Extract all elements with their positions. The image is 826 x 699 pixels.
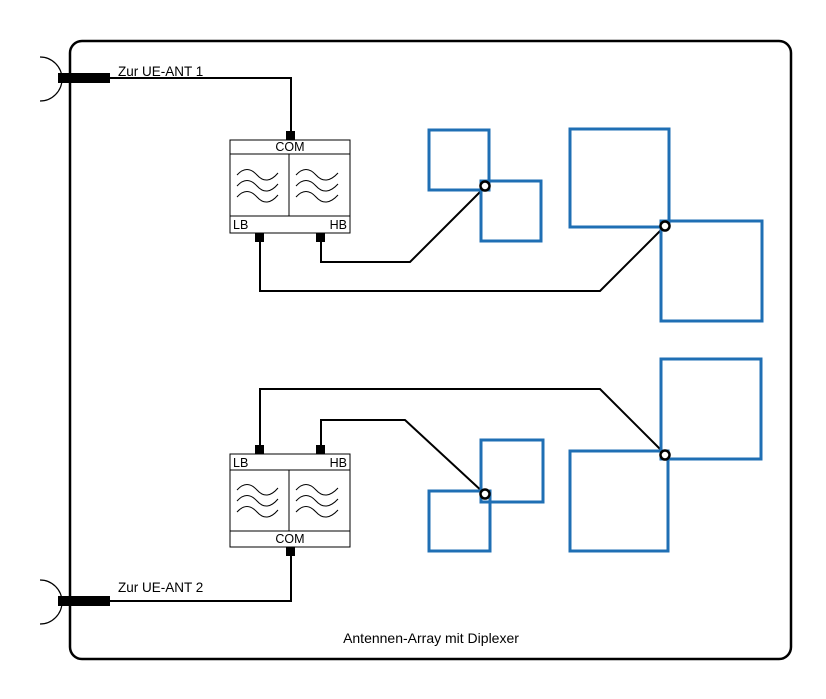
- diplexer-2-lb-label: LB: [233, 456, 248, 470]
- small-patch-pair-2: [427, 438, 545, 553]
- wire-lb1-large-patch: [259, 225, 666, 292]
- connector-2-icon: [39, 579, 110, 625]
- diplexer-1-hb-pin: [316, 233, 325, 242]
- port-1-label: Zur UE-ANT 1: [118, 64, 203, 79]
- diagram-caption: Antennen-Array mit Diplexer: [343, 630, 519, 646]
- highpass-filter-icon: [295, 484, 339, 518]
- lowpass-filter-icon: [236, 169, 279, 203]
- diplexer-2-hb-label: HB: [330, 456, 347, 470]
- lowpass-filter-icon: [236, 484, 279, 518]
- feed-point: [479, 180, 491, 192]
- feed-point: [479, 488, 491, 500]
- wire-hb2-small-patch: [320, 419, 486, 495]
- diplexer-2-hb-pin: [316, 445, 325, 454]
- diplexer-1-lb-pin: [255, 233, 264, 242]
- wire-port1-com: [110, 77, 292, 131]
- feed-point: [659, 220, 671, 232]
- large-patch-pair-1: [568, 127, 764, 323]
- wire-lb2-large-patch: [259, 388, 666, 455]
- diplexer-2-com-pin: [286, 547, 295, 556]
- diplexer-2-lb-pin: [255, 445, 264, 454]
- diplexer-1-com-label: COM: [275, 140, 304, 154]
- large-patch-pair-2: [568, 357, 763, 553]
- connector-1-icon: [39, 56, 110, 102]
- diplexer-1: COM LB HB: [229, 131, 351, 242]
- diplexer-2: LB HB COM: [229, 445, 351, 556]
- small-patch-pair-1: [427, 128, 543, 243]
- diplexer-1-hb-label: HB: [330, 218, 347, 232]
- wire-com2-port2: [110, 556, 292, 602]
- feed-point: [659, 449, 671, 461]
- diplexer-2-com-label: COM: [275, 532, 304, 546]
- diplexer-1-com-pin: [286, 131, 295, 140]
- array-frame: [68, 39, 793, 661]
- highpass-filter-icon: [295, 169, 339, 203]
- diplexer-1-lb-label: LB: [233, 218, 248, 232]
- wire-hb1-small-patch: [320, 186, 486, 263]
- port-2-label: Zur UE-ANT 2: [118, 580, 203, 595]
